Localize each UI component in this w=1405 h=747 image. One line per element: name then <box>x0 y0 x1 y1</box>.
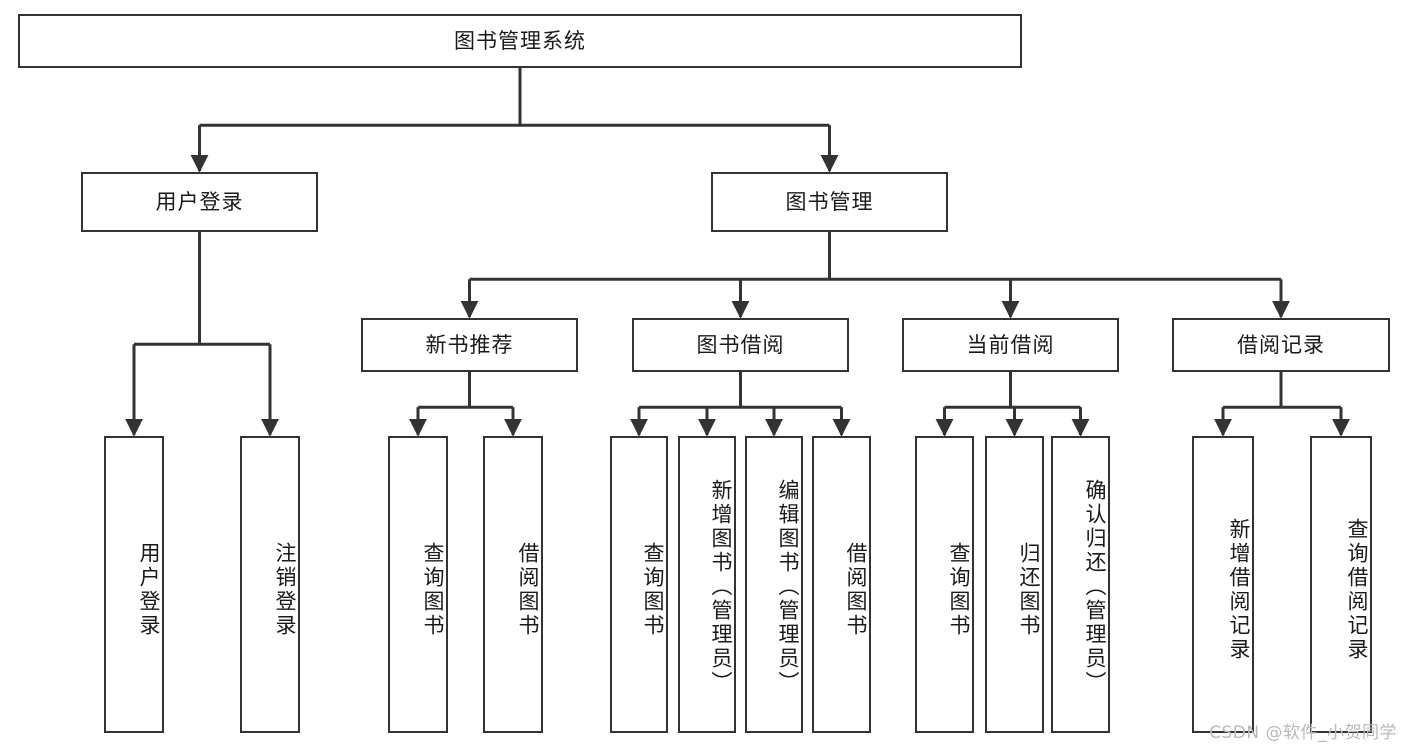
node-leaf-10[interactable]: 归还图书 <box>985 436 1044 733</box>
node-label: 新增借阅记录 <box>1227 517 1251 662</box>
node-label: 当前借阅 <box>966 332 1055 357</box>
node-label: 查询图书 <box>947 541 971 638</box>
node-label: 归还图书 <box>1017 541 1041 638</box>
node-label: 注销登录 <box>273 541 297 638</box>
node-label: 新增图书（管理员） <box>709 478 733 695</box>
node-leaf-5[interactable]: 查询图书 <box>610 436 668 733</box>
node-label: 确认归还（管理员） <box>1083 478 1107 695</box>
node-l3-2[interactable]: 图书借阅 <box>632 318 849 372</box>
connector-edges <box>125 68 1350 437</box>
node-leaf-2[interactable]: 注销登录 <box>240 436 300 733</box>
node-l2-2[interactable]: 图书管理 <box>711 172 948 232</box>
node-leaf-7[interactable]: 编辑图书（管理员） <box>745 436 803 733</box>
node-label: 用户登录 <box>155 189 244 214</box>
node-leaf-4[interactable]: 借阅图书 <box>483 436 543 733</box>
node-label: 新书推荐 <box>425 332 514 357</box>
node-l3-4[interactable]: 借阅记录 <box>1172 318 1390 372</box>
node-label: 编辑图书（管理员） <box>776 478 800 695</box>
watermark-text: CSDN @软件_小贺同学 <box>1209 723 1397 743</box>
node-leaf-13[interactable]: 查询借阅记录 <box>1310 436 1372 733</box>
node-leaf-9[interactable]: 查询图书 <box>915 436 974 733</box>
node-l3-1[interactable]: 新书推荐 <box>361 318 578 372</box>
node-leaf-1[interactable]: 用户登录 <box>104 436 164 733</box>
node-label: 图书管理 <box>785 189 874 214</box>
node-leaf-6[interactable]: 新增图书（管理员） <box>678 436 736 733</box>
node-label: 借阅图书 <box>516 541 540 638</box>
node-l3-3[interactable]: 当前借阅 <box>902 318 1119 372</box>
node-label: 图书借阅 <box>696 332 785 357</box>
node-label: 查询借阅记录 <box>1345 517 1369 662</box>
node-leaf-3[interactable]: 查询图书 <box>388 436 448 733</box>
node-root[interactable]: 图书管理系统 <box>18 14 1022 68</box>
node-label: 查询图书 <box>421 541 445 638</box>
node-label: 图书管理系统 <box>454 28 586 53</box>
node-leaf-11[interactable]: 确认归还（管理员） <box>1051 436 1110 733</box>
node-label: 借阅记录 <box>1237 332 1325 357</box>
node-leaf-12[interactable]: 新增借阅记录 <box>1192 436 1254 733</box>
node-leaf-8[interactable]: 借阅图书 <box>812 436 871 733</box>
node-l2-1[interactable]: 用户登录 <box>81 172 318 232</box>
node-label: 用户登录 <box>137 541 161 638</box>
node-label: 借阅图书 <box>844 541 868 638</box>
node-label: 查询图书 <box>641 541 665 638</box>
